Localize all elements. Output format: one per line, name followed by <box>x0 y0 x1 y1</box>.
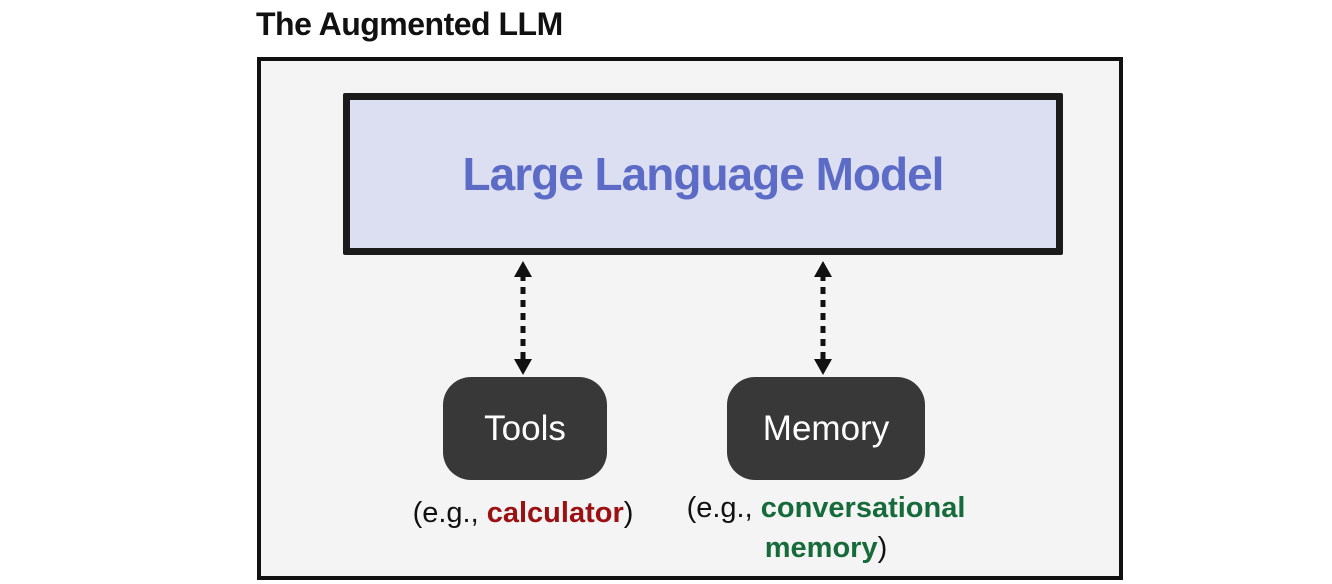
tools-caption-prefix: (e.g., <box>412 497 487 529</box>
memory-caption-highlight: conversational memory <box>760 492 966 564</box>
tools-caption: (e.g., calculator) <box>363 493 683 533</box>
tools-caption-suffix: ) <box>623 497 634 529</box>
tools-box-label: Tools <box>484 408 566 448</box>
bidirectional-dashed-arrow-llm-tools-icon <box>514 261 532 375</box>
diagram-title: The Augmented LLM <box>256 6 563 42</box>
llm-box: Large Language Model <box>343 93 1063 255</box>
memory-box-label: Memory <box>762 408 890 448</box>
memory-caption: (e.g., conversational memory) <box>661 488 991 568</box>
memory-box: Memory <box>727 377 925 480</box>
memory-caption-prefix: (e.g., <box>686 492 761 524</box>
bidirectional-dashed-arrow-llm-memory-icon <box>814 261 832 375</box>
memory-caption-suffix: ) <box>877 532 888 564</box>
diagram-frame: Large Language Model Tools Memory (e.g.,… <box>257 57 1123 580</box>
tools-caption-highlight: calculator <box>486 497 624 529</box>
llm-box-label: Large Language Model <box>462 148 945 200</box>
tools-box: Tools <box>443 377 607 480</box>
